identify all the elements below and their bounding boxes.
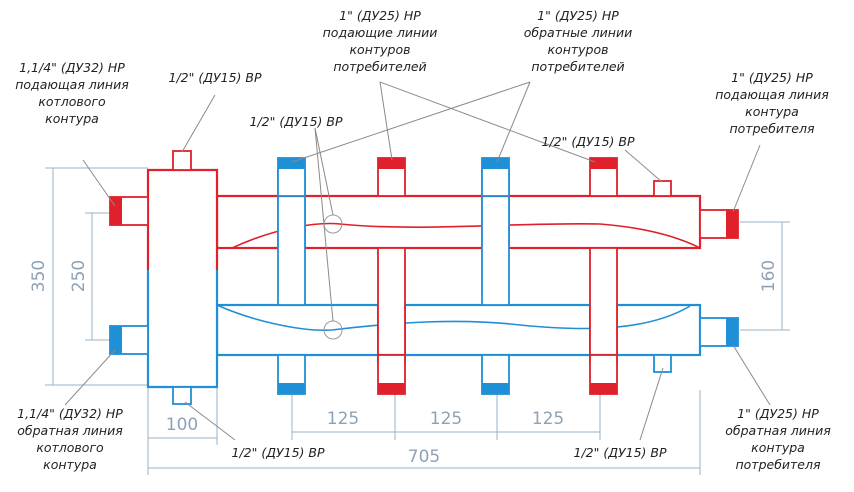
- callout-half-port-top-right: 1/2" (ДУ15) ВР: [542, 134, 635, 149]
- return-header: [215, 303, 702, 357]
- svg-text:1" (ДУ25) НР: 1" (ДУ25) НР: [537, 8, 619, 23]
- dim-160: 160: [759, 260, 779, 292]
- svg-text:1,1/4" (ДУ32) НР: 1,1/4" (ДУ32) НР: [17, 406, 123, 421]
- svg-text:котлового: котлового: [36, 440, 104, 455]
- dim-125-c: 125: [532, 409, 564, 429]
- dim-125-a: 125: [327, 409, 359, 429]
- callout-consumer-supply: 1" (ДУ25) НР подающая линия контура потр…: [715, 70, 829, 136]
- dim-705: 705: [408, 447, 440, 467]
- svg-text:подающие линии: подающие линии: [323, 25, 438, 40]
- top-fittings: [172, 150, 672, 197]
- svg-text:контура: контура: [751, 440, 805, 455]
- svg-text:1" (ДУ25) НР: 1" (ДУ25) НР: [339, 8, 421, 23]
- callout-top-supply: 1" (ДУ25) НР подающие линии контуров пот…: [323, 8, 438, 74]
- svg-text:контура: контура: [45, 111, 99, 126]
- callout-top-return: 1" (ДУ25) НР обратные линии контуров пот…: [524, 8, 632, 74]
- dimension-labels: 350 250 160 100 125 125 125 705: [29, 260, 779, 467]
- svg-text:потребителей: потребителей: [531, 59, 624, 74]
- return-flow-wave: [216, 304, 691, 332]
- svg-text:подающая линия: подающая линия: [715, 87, 829, 102]
- svg-text:1" (ДУ25) НР: 1" (ДУ25) НР: [737, 406, 819, 421]
- hydraulic-separator: [148, 170, 217, 387]
- svg-text:1" (ДУ25) НР: 1" (ДУ25) НР: [731, 70, 813, 85]
- svg-text:котлового: котлового: [38, 94, 106, 109]
- bottom-fittings: [172, 354, 672, 405]
- callout-boiler-return: 1,1/4" (ДУ32) НР обратная линия котловог…: [17, 406, 123, 472]
- air-vent-port-header: [653, 180, 672, 197]
- svg-text:потребителя: потребителя: [735, 457, 821, 472]
- dim-125-b: 125: [430, 409, 462, 429]
- dimension-lines: [45, 167, 790, 475]
- svg-text:потребителя: потребителя: [729, 121, 815, 136]
- svg-text:контура: контура: [43, 457, 97, 472]
- drain-port-header: [653, 354, 672, 373]
- callout-consumer-return: 1" (ДУ25) НР обратная линия контура потр…: [725, 406, 831, 472]
- svg-text:1,1/4" (ДУ32) НР: 1,1/4" (ДУ32) НР: [19, 60, 125, 75]
- supply-flow-wave: [231, 222, 701, 249]
- dim-100: 100: [166, 415, 198, 435]
- air-vent-port-separator: [172, 150, 192, 171]
- svg-text:контуров: контуров: [350, 42, 411, 57]
- callout-boiler-supply: 1,1/4" (ДУ32) НР подающая линия котловог…: [15, 60, 129, 126]
- svg-text:обратная линия: обратная линия: [17, 423, 123, 438]
- callout-half-port-bottom-left: 1/2" (ДУ15) ВР: [232, 445, 325, 460]
- drain-port-separator: [172, 386, 192, 405]
- callout-half-port-mid: 1/2" (ДУ15) ВР: [250, 114, 343, 129]
- dim-350: 350: [29, 260, 49, 292]
- svg-text:обратные линии: обратные линии: [524, 25, 632, 40]
- svg-text:контура: контура: [745, 104, 799, 119]
- leader-lines: [64, 81, 771, 441]
- connector-tubes: [277, 169, 618, 365]
- dim-250: 250: [69, 260, 89, 292]
- callout-half-port-top-left: 1/2" (ДУ15) ВР: [169, 70, 262, 85]
- svg-text:потребителей: потребителей: [333, 59, 426, 74]
- callout-half-port-bottom-right: 1/2" (ДУ15) ВР: [574, 445, 667, 460]
- svg-text:контуров: контуров: [548, 42, 609, 57]
- svg-text:обратная линия: обратная линия: [725, 423, 831, 438]
- side-fittings: [109, 196, 739, 355]
- svg-text:подающая линия: подающая линия: [15, 77, 129, 92]
